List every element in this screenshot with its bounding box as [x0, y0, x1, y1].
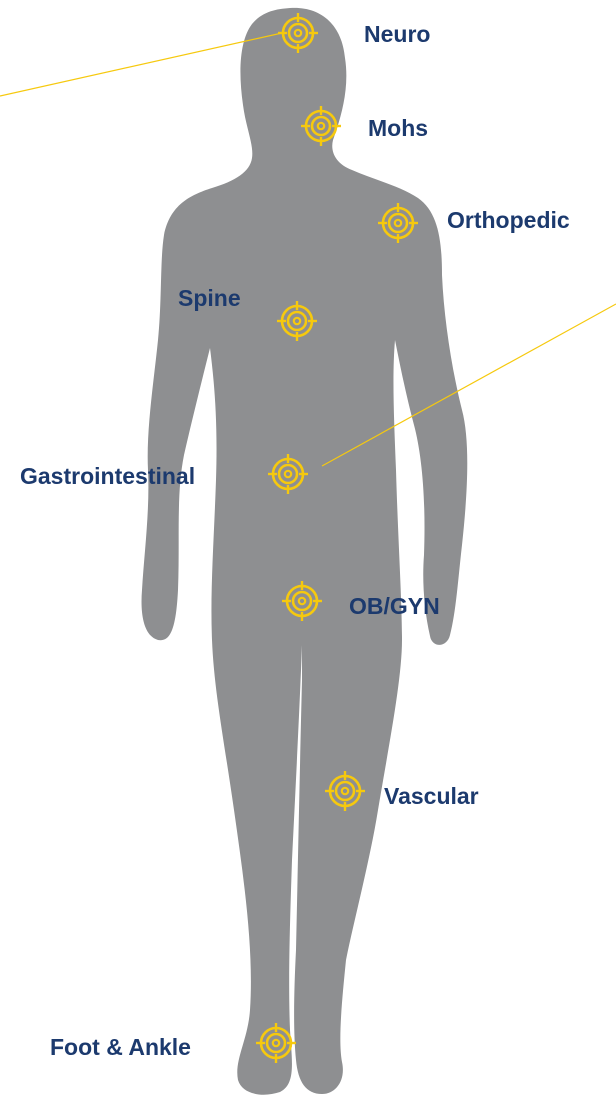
label-vascular[interactable]: Vascular [384, 782, 479, 810]
label-neuro[interactable]: Neuro [364, 20, 430, 48]
label-ob-gyn[interactable]: OB/GYN [349, 592, 440, 620]
label-orthopedic[interactable]: Orthopedic [447, 206, 570, 234]
label-gastrointestinal[interactable]: Gastrointestinal [20, 462, 195, 490]
label-foot-ankle[interactable]: Foot & Ankle [50, 1033, 191, 1061]
label-mohs[interactable]: Mohs [368, 114, 428, 142]
label-spine[interactable]: Spine [178, 284, 241, 312]
human-body-silhouette [142, 8, 468, 1095]
leader-line-neuro [0, 33, 282, 96]
